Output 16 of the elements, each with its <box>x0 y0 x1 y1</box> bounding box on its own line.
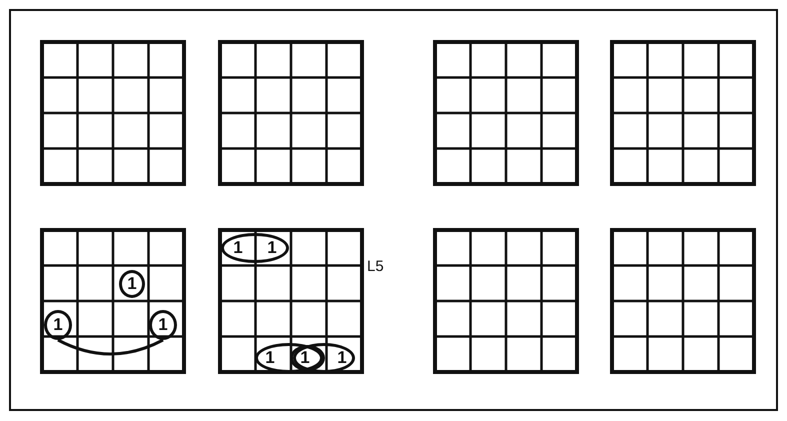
map-label: L5 <box>367 258 384 275</box>
connector-curve <box>57 338 164 356</box>
grouping-circle <box>149 310 177 340</box>
grouping-oval <box>255 343 323 373</box>
grouping-circle <box>119 270 145 298</box>
cell-value: 1 <box>233 238 243 258</box>
grouping-oval <box>221 233 289 263</box>
cell-value: 1 <box>53 315 63 335</box>
cell-value: 1 <box>337 348 347 368</box>
cell-value: 1 <box>300 348 310 368</box>
cell-value: 1 <box>127 274 137 294</box>
cell-value: 1 <box>267 238 277 258</box>
cell-value: 1 <box>265 348 275 368</box>
cell-value: 1 <box>158 315 168 335</box>
grouping-oval <box>293 343 355 373</box>
grouping-circle <box>44 310 72 340</box>
